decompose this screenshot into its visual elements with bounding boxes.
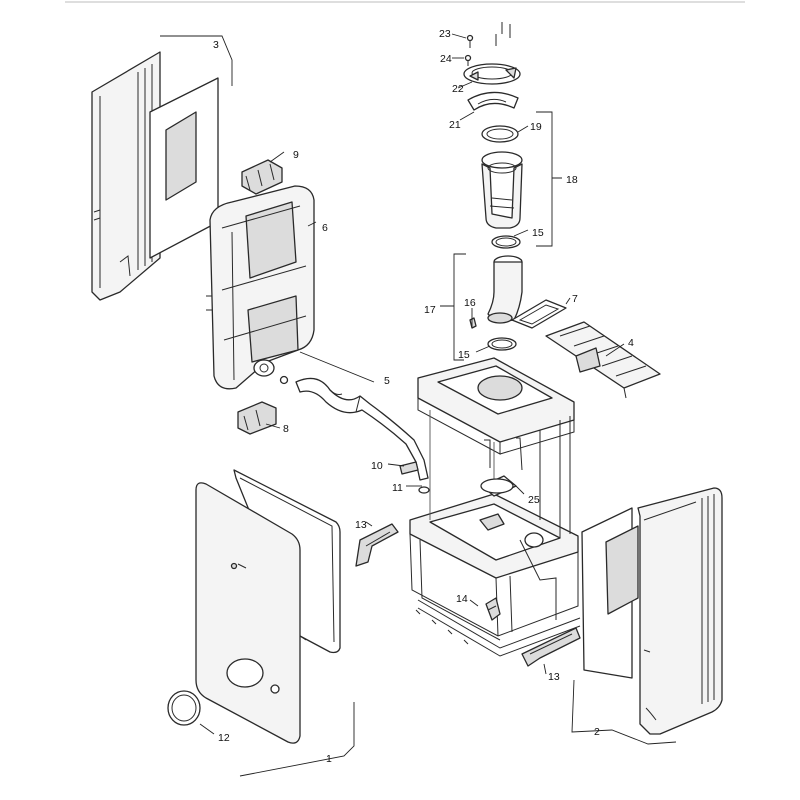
- callout-16: 16: [464, 297, 476, 309]
- part-10-clip[interactable]: [399, 461, 419, 475]
- part-5-pipe[interactable]: [279, 375, 429, 481]
- part-15-seal-upper[interactable]: [491, 235, 521, 249]
- callout-11: 11: [392, 482, 403, 494]
- callout-4: 4: [628, 337, 634, 349]
- part-13-hinge-right[interactable]: [521, 627, 581, 667]
- callout-15-lower: 15: [458, 349, 470, 361]
- callout-1: 1: [326, 753, 332, 765]
- callout-25: 25: [528, 494, 540, 506]
- callout-19: 19: [530, 121, 542, 133]
- part-22-clamp-upper[interactable]: [463, 22, 521, 85]
- callout-6: 6: [322, 222, 328, 234]
- callout-8: 8: [283, 423, 289, 435]
- callout-labels: 3 9 6 8 5 10 11 12 1 13 14 25 13 2 7 4 1…: [213, 28, 634, 765]
- part-23-screw[interactable]: [466, 34, 474, 49]
- callout-13-right: 13: [548, 671, 560, 683]
- part-16-pin[interactable]: [469, 317, 477, 329]
- callout-15-upper: 15: [532, 227, 544, 239]
- part-1-front-cover[interactable]: [195, 469, 341, 744]
- part-14-bracket[interactable]: [485, 597, 501, 621]
- callout-2: 2: [594, 726, 600, 738]
- callout-13-left: 13: [355, 519, 367, 531]
- callout-10: 10: [371, 460, 383, 472]
- callout-14: 14: [456, 593, 468, 605]
- callout-12: 12: [218, 732, 230, 744]
- callout-9: 9: [293, 149, 299, 161]
- callout-21: 21: [449, 119, 461, 131]
- callout-5: 5: [384, 375, 390, 387]
- callout-23: 23: [439, 28, 451, 40]
- part-9-clip[interactable]: [241, 159, 283, 195]
- part-7-gasket[interactable]: [511, 299, 567, 329]
- part-17-flue-adaptor[interactable]: [487, 255, 523, 324]
- callout-3: 3: [213, 39, 219, 51]
- leader-lines: [160, 33, 677, 777]
- part-11-seal[interactable]: [418, 486, 430, 494]
- callout-22: 22: [452, 83, 464, 95]
- part-6-tank[interactable]: [206, 185, 315, 390]
- part-12-ring[interactable]: [167, 690, 201, 726]
- part-24-screw[interactable]: [464, 54, 472, 67]
- part-21-clamp-lower[interactable]: [467, 91, 519, 111]
- part-18-flue-pipe[interactable]: [481, 151, 523, 229]
- callout-24: 24: [440, 53, 452, 65]
- callout-7: 7: [572, 293, 578, 305]
- chassis-frame: [409, 357, 581, 657]
- part-2-right-side-panel[interactable]: [581, 487, 723, 735]
- part-8-bracket[interactable]: [237, 401, 277, 435]
- part-15-seal-lower[interactable]: [487, 337, 517, 351]
- part-4-mounting-rail[interactable]: [545, 321, 661, 399]
- part-3-left-side-panel[interactable]: [91, 51, 219, 301]
- part-25-gasket[interactable]: [480, 478, 514, 494]
- callout-17: 17: [424, 304, 436, 316]
- part-13-hinge-left[interactable]: [355, 523, 399, 567]
- part-19-seal[interactable]: [481, 125, 519, 143]
- callout-18: 18: [566, 174, 578, 186]
